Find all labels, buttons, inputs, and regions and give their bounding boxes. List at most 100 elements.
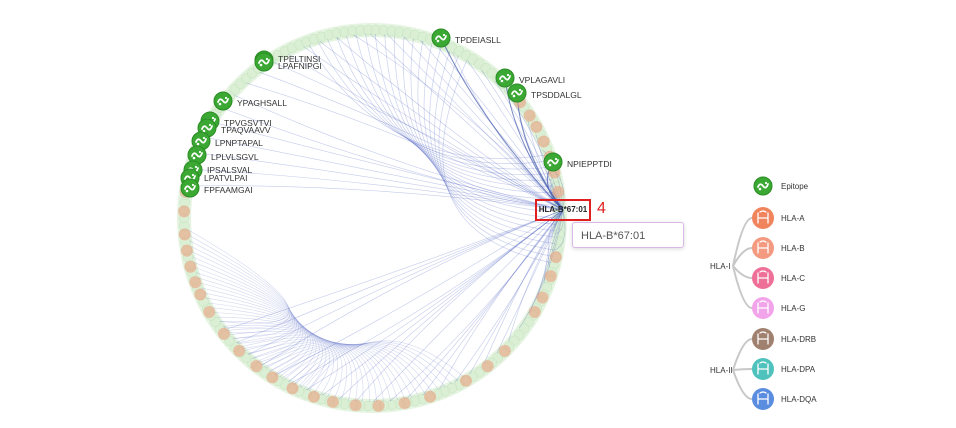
allele-node[interactable] <box>523 109 536 122</box>
epitope-icon[interactable] <box>543 152 563 172</box>
edge <box>284 343 433 393</box>
edge <box>223 108 564 211</box>
legend: EpitopeHLA-IHLA-AHLA-BHLA-CHLA-GHLA-IIHL… <box>710 176 817 410</box>
edge <box>317 41 548 164</box>
allele-node[interactable] <box>552 185 565 198</box>
epitope-label[interactable]: LPNPTAPAL <box>215 138 263 148</box>
edge <box>252 341 384 402</box>
allele-node[interactable] <box>184 260 197 273</box>
epitope-label[interactable]: TPVGSVTVI <box>224 118 272 128</box>
epitope-icon[interactable] <box>507 83 527 103</box>
epitope-label[interactable]: VPLAGAVLI <box>519 75 565 85</box>
epitope-label[interactable]: TPSDDALGL <box>531 90 582 100</box>
edge <box>336 37 564 211</box>
allele-node[interactable] <box>203 306 216 318</box>
allele-node[interactable] <box>460 374 472 387</box>
legend-item-label: HLA-G <box>781 304 805 313</box>
epitope-nodes: TPDEIASLL VPLAGAVLI TPSDDALGL NPIEPPTDI TPEL… <box>180 28 612 198</box>
allele-node[interactable] <box>549 251 562 264</box>
epitope-label[interactable]: LPATVLPAI <box>204 173 247 183</box>
edge <box>265 343 405 400</box>
legend-item-label: HLA-DPA <box>781 365 816 374</box>
allele-node[interactable] <box>180 244 193 257</box>
epitope-label[interactable]: FPFAAMGAI <box>204 185 253 195</box>
allele-node[interactable] <box>233 344 246 357</box>
allele-node[interactable] <box>528 306 541 318</box>
legend-group-label: HLA-I <box>710 262 730 271</box>
epitope-icon[interactable] <box>180 178 200 198</box>
epitope-label[interactable]: NPIEPPTDI <box>567 159 612 169</box>
epitope-label[interactable]: TPELTINSI <box>278 54 320 64</box>
allele-node[interactable] <box>178 205 191 218</box>
edge <box>434 51 554 251</box>
edge <box>483 209 564 365</box>
edge <box>290 209 564 384</box>
edge <box>298 342 452 388</box>
edge <box>199 282 309 372</box>
allele-node[interactable] <box>189 276 202 289</box>
allele-node[interactable] <box>536 291 549 304</box>
allele-node[interactable] <box>498 344 511 357</box>
allele-nodes <box>178 96 565 412</box>
edge <box>288 53 564 211</box>
edge <box>508 209 564 342</box>
edge <box>327 39 549 170</box>
edge <box>246 82 564 211</box>
hla-icon <box>752 267 774 289</box>
epitope-icon[interactable] <box>495 68 515 88</box>
edge <box>306 209 564 391</box>
allele-node[interactable] <box>286 382 299 395</box>
edge <box>452 52 564 211</box>
highlighted-allele-label[interactable]: HLA-B*67:01 <box>538 205 588 214</box>
epitope-label[interactable]: LPAFNIPGI <box>278 61 322 71</box>
edge <box>208 302 320 386</box>
connection-edges <box>188 33 566 403</box>
epitope-icon[interactable] <box>254 52 274 72</box>
edge <box>553 209 566 251</box>
allele-node[interactable] <box>349 399 362 412</box>
edge <box>308 340 465 392</box>
allele-node[interactable] <box>372 399 385 412</box>
allele-node[interactable] <box>424 390 437 403</box>
allele-node[interactable] <box>537 135 550 148</box>
edge <box>275 209 564 376</box>
edge <box>308 44 545 159</box>
allele-node[interactable] <box>250 360 263 373</box>
epitope-icon[interactable] <box>191 131 211 151</box>
epitope-icon[interactable] <box>187 145 207 165</box>
allele-node[interactable] <box>266 371 279 384</box>
edge <box>370 33 564 211</box>
edge <box>423 43 556 238</box>
allele-node[interactable] <box>326 395 339 408</box>
allele-node[interactable] <box>178 228 191 241</box>
epitope-icon[interactable] <box>431 28 451 48</box>
allele-node[interactable] <box>194 288 207 301</box>
allele-node[interactable] <box>530 120 543 133</box>
epitope-label[interactable]: LPLVLSGVL <box>211 152 259 162</box>
edge <box>467 60 564 211</box>
edge <box>261 209 564 366</box>
edge <box>353 34 564 211</box>
epitope-label[interactable]: TPAQVAAVV <box>221 125 271 135</box>
edge <box>293 343 446 388</box>
hla-icon <box>752 388 774 410</box>
allele-node[interactable] <box>398 397 411 410</box>
epitope-label[interactable]: YPAGHSALL <box>237 98 287 108</box>
edge <box>555 209 564 234</box>
epitope-label[interactable]: IPSALSVAL <box>207 165 252 175</box>
edge <box>438 55 553 257</box>
allele-node[interactable] <box>544 270 557 283</box>
edge <box>374 33 556 200</box>
epitope-icon[interactable] <box>753 176 773 196</box>
edge <box>439 209 564 390</box>
epitope-label[interactable]: TPDEIASLL <box>455 35 501 45</box>
allele-node[interactable] <box>307 390 320 403</box>
edge <box>229 331 347 400</box>
allele-node[interactable] <box>217 327 230 340</box>
epitope-icon[interactable] <box>213 91 233 111</box>
edge <box>303 341 459 390</box>
edge <box>402 36 557 219</box>
edge <box>259 71 564 211</box>
allele-node[interactable] <box>481 360 494 373</box>
legend-item-label: HLA-B <box>781 244 805 253</box>
